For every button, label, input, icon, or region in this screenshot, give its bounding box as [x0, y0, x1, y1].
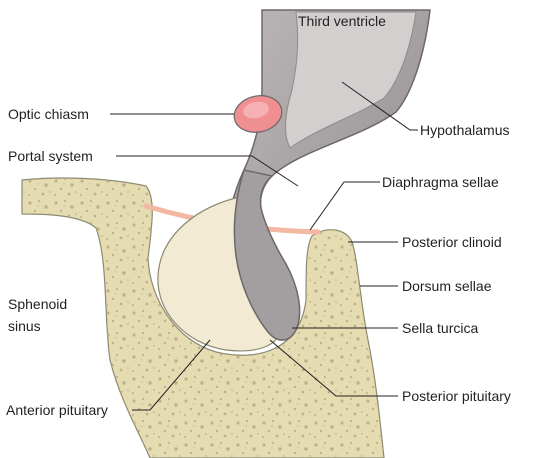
label-optic-chiasm: Optic chiasm [8, 106, 89, 122]
label-sphenoid-sinus-line2: sinus [8, 318, 41, 334]
label-portal-system: Portal system [8, 148, 93, 164]
label-posterior-clinoid: Posterior clinoid [402, 234, 502, 250]
label-anterior-pituitary: Anterior pituitary [6, 402, 108, 418]
label-diaphragma-sellae: Diaphragma sellae [382, 174, 499, 190]
label-third-ventricle: Third ventricle [298, 13, 386, 29]
label-sphenoid-sinus-line1: Sphenoid [8, 296, 67, 312]
label-sella-turcica: Sella turcica [402, 320, 478, 336]
leader-diaphragma-sellae [310, 182, 380, 230]
label-posterior-pituitary: Posterior pituitary [402, 388, 511, 404]
label-hypothalamus: Hypothalamus [420, 122, 510, 138]
label-dorsum-sellae: Dorsum sellae [402, 278, 492, 294]
